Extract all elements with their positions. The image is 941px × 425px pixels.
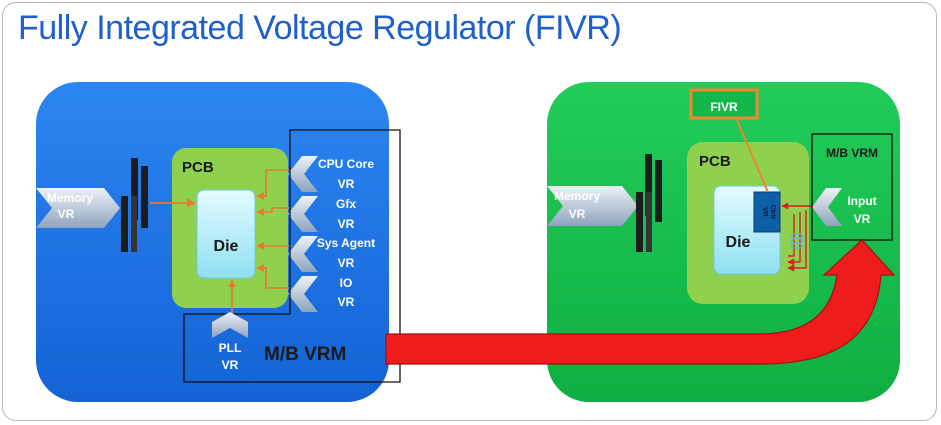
rail-gfx-vr: VR: [338, 217, 355, 231]
rail-cpu-core-label: CPU Core: [318, 157, 374, 171]
left-mb-vrm-box: [183, 129, 401, 383]
vr-ctrlr-label-2: Ctrlr: [769, 205, 776, 220]
left-pcb-label: PCB: [182, 159, 214, 176]
right-rail-traces: [781, 202, 816, 272]
memory-modules-icon: [121, 158, 148, 252]
input-vr-label-2: VR: [854, 212, 871, 226]
pll-vr-label-1: PLL: [219, 341, 242, 355]
fivr-callout-line: [735, 117, 769, 193]
left-mb-vrm-label: M/B VRM: [264, 344, 346, 365]
input-vr-label-1: Input: [847, 194, 876, 208]
vr-ctrlr-label-1: VR: [761, 207, 768, 217]
right-mb-vrm-label: M/B VRM: [826, 146, 878, 160]
left-die-label: Die: [214, 238, 239, 255]
rail-cpu-core-vr: VR: [338, 177, 355, 191]
slide-frame: [2, 2, 937, 421]
vr-ctrlr-text: VR Ctrlr: [761, 205, 776, 220]
right-memory-modules-icon: [636, 154, 662, 252]
slide-title: Fully Integrated Voltage Regulator (FIVR…: [18, 9, 622, 47]
pll-vr-label-2: VR: [222, 358, 239, 372]
right-mb-vrm-box: [811, 133, 893, 241]
input-vr-chevron: [812, 188, 842, 226]
rail-io-label: IO: [340, 276, 353, 290]
vr-ctrlr-block: [753, 191, 781, 233]
right-memory-vr-chevron: [547, 186, 638, 226]
red-transition-arrow: [385, 239, 896, 365]
inductor-coils-icon: [790, 233, 804, 250]
rail-traces: [228, 169, 292, 318]
rail-gfx-label: Gfx: [336, 197, 356, 211]
fivr-callout-label: FIVR: [710, 100, 738, 114]
rail-chevrons: [288, 156, 318, 312]
fivr-callout-box: [689, 88, 759, 120]
left-die: [196, 189, 256, 279]
right-memory-vr-label-2: VR: [569, 207, 586, 221]
right-memory-vr-label-1: Memory: [554, 189, 600, 203]
memory-vr-label-2: VR: [58, 207, 75, 221]
rail-sys-agent-label: Sys Agent: [317, 236, 375, 250]
rail-io-vr: VR: [338, 295, 355, 309]
memory-vr-label-1: Memory: [47, 191, 93, 205]
rail-sys-agent-vr: VR: [338, 256, 355, 270]
pll-vr-chevron: [212, 312, 248, 338]
right-pcb-label: PCB: [699, 153, 731, 170]
memory-vr-chevron: [36, 188, 120, 228]
right-die-label: Die: [726, 234, 751, 251]
